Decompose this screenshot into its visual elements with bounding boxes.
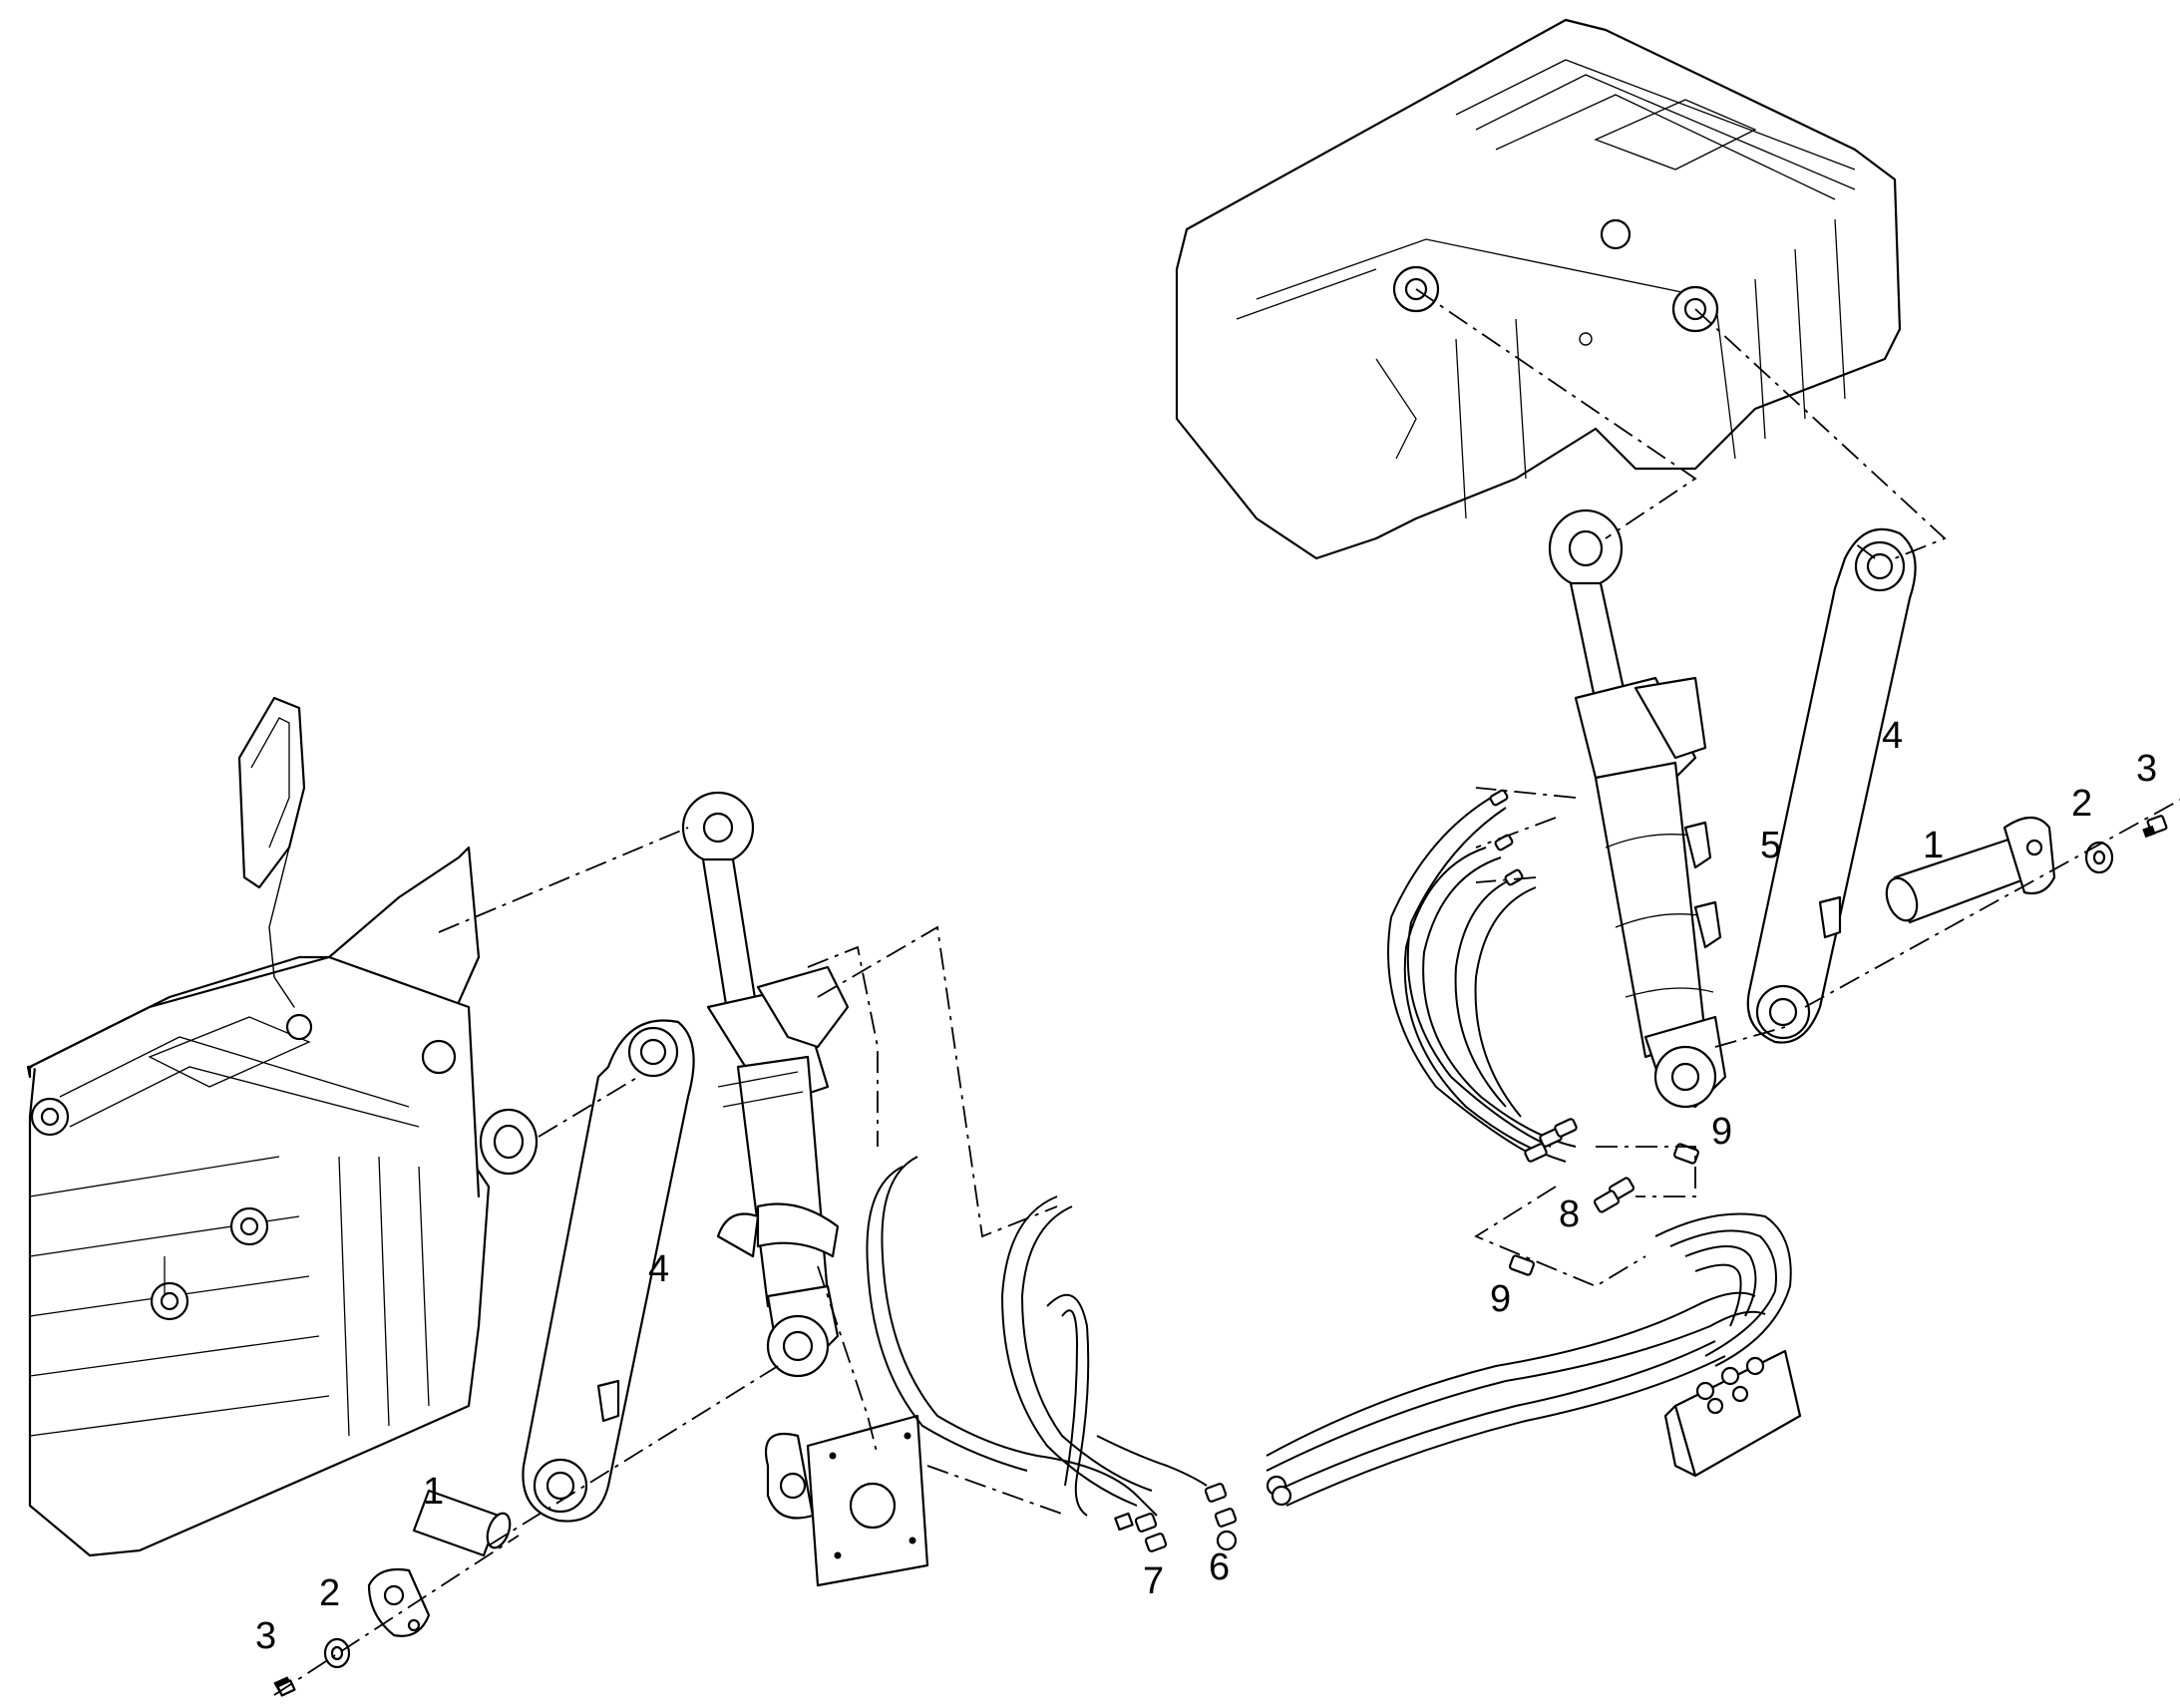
callout-right-cylinder: 5	[1760, 825, 1781, 866]
leader-lines	[273, 288, 2180, 1696]
left-pin	[367, 1489, 512, 1637]
right-valve-block	[1663, 1349, 1802, 1478]
right-frame-housing	[1175, 18, 1902, 560]
callout-right-plug-9-top: 9	[1711, 1111, 1732, 1153]
left-valve-block	[764, 1414, 929, 1587]
callout-left-fitting-6: 6	[1209, 1546, 1230, 1588]
left-hydraulic-cylinder	[681, 791, 850, 1378]
callout-labels: 1 2 3 4 7 6 4 5 1 2 3 9 8 9	[255, 715, 2157, 1657]
right-hose-assembly	[1387, 789, 1792, 1367]
right-pin	[1885, 816, 2056, 924]
callout-right-washer: 2	[2071, 783, 2092, 825]
callout-right-bolt: 3	[2136, 748, 2157, 790]
callout-left-pin: 1	[423, 1471, 444, 1513]
left-washer	[323, 1637, 351, 1669]
callout-right-link-arm: 4	[1882, 715, 1903, 757]
callout-left-link-arm: 4	[648, 1248, 669, 1290]
left-hose-assembly	[866, 1156, 1766, 1552]
left-frame-housing	[26, 696, 539, 1557]
right-hydraulic-cylinder	[1548, 509, 1727, 1109]
callout-left-bolt: 3	[255, 1615, 276, 1657]
right-link-arm	[1746, 527, 1917, 1044]
left-link-arm	[522, 1019, 695, 1523]
callout-left-washer: 2	[319, 1572, 340, 1614]
callout-right-fitting-8: 8	[1559, 1194, 1580, 1235]
callout-left-fitting-7: 7	[1143, 1560, 1164, 1602]
callout-right-plug-9-bottom: 9	[1490, 1278, 1511, 1320]
callout-right-pin: 1	[1923, 825, 1944, 866]
right-plugs	[1509, 1143, 1699, 1276]
right-washer	[2084, 841, 2114, 874]
right-bolt	[2142, 815, 2168, 839]
